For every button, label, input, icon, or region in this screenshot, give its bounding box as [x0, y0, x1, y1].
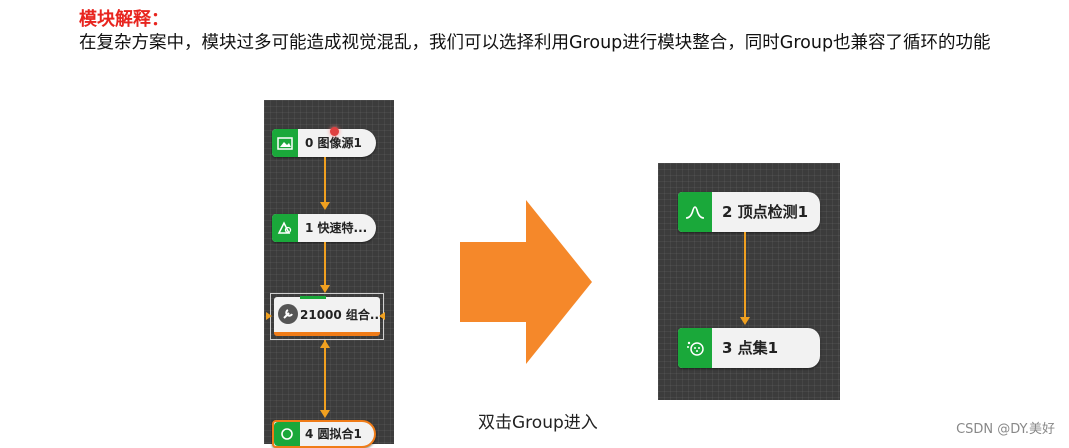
node-label: 4 圆拟合1 [305, 427, 362, 441]
record-dot-icon [330, 127, 339, 136]
image-icon [272, 129, 298, 157]
node-label: 21000 组合... [300, 308, 384, 322]
flow-node-image-source[interactable]: 0 图像源1 [272, 127, 376, 157]
group-output-port-icon [379, 312, 385, 320]
group-tab-marker [300, 296, 326, 299]
connector-arrowhead [320, 202, 330, 210]
flow-node-peak-detect[interactable]: 2 顶点检测1 [678, 192, 820, 232]
connector-line [744, 232, 746, 318]
left-flow-canvas [264, 100, 394, 444]
flow-node-fast-feature[interactable]: 1 快速特... [272, 214, 376, 242]
double-click-caption: 双击Group进入 [478, 413, 598, 433]
connector-line [324, 340, 326, 412]
node-label: 0 图像源1 [305, 136, 362, 150]
group-input-port-icon [266, 312, 272, 320]
feature-match-icon [272, 214, 298, 242]
flow-node-circle-fit[interactable]: 4 圆拟合1 [272, 420, 376, 448]
flow-node-group[interactable]: 21000 组合... [270, 293, 384, 340]
connector-arrowhead [320, 285, 330, 293]
wrench-icon [278, 304, 298, 324]
connector-arrowhead [740, 317, 750, 325]
watermark: CSDN @DY.美好 [956, 422, 1055, 437]
flow-node-point-set[interactable]: 3 点集1 [678, 328, 820, 368]
point-set-icon [678, 328, 712, 368]
connector-arrowhead [320, 410, 330, 418]
big-right-arrow-icon [460, 200, 592, 364]
node-label: 2 顶点检测1 [722, 203, 809, 221]
node-label: 1 快速特... [305, 221, 368, 235]
peak-detect-icon [678, 192, 712, 232]
circle-fit-icon [274, 422, 300, 446]
node-label: 3 点集1 [722, 339, 779, 357]
connector-arrowhead-up [320, 340, 330, 348]
section-heading: 模块解释： [79, 9, 169, 30]
connector-line [324, 157, 326, 203]
connector-line [324, 242, 326, 286]
description-paragraph: 在复杂方案中，模块过多可能造成视觉混乱，我们可以选择利用Group进行模块整合，… [79, 33, 991, 53]
